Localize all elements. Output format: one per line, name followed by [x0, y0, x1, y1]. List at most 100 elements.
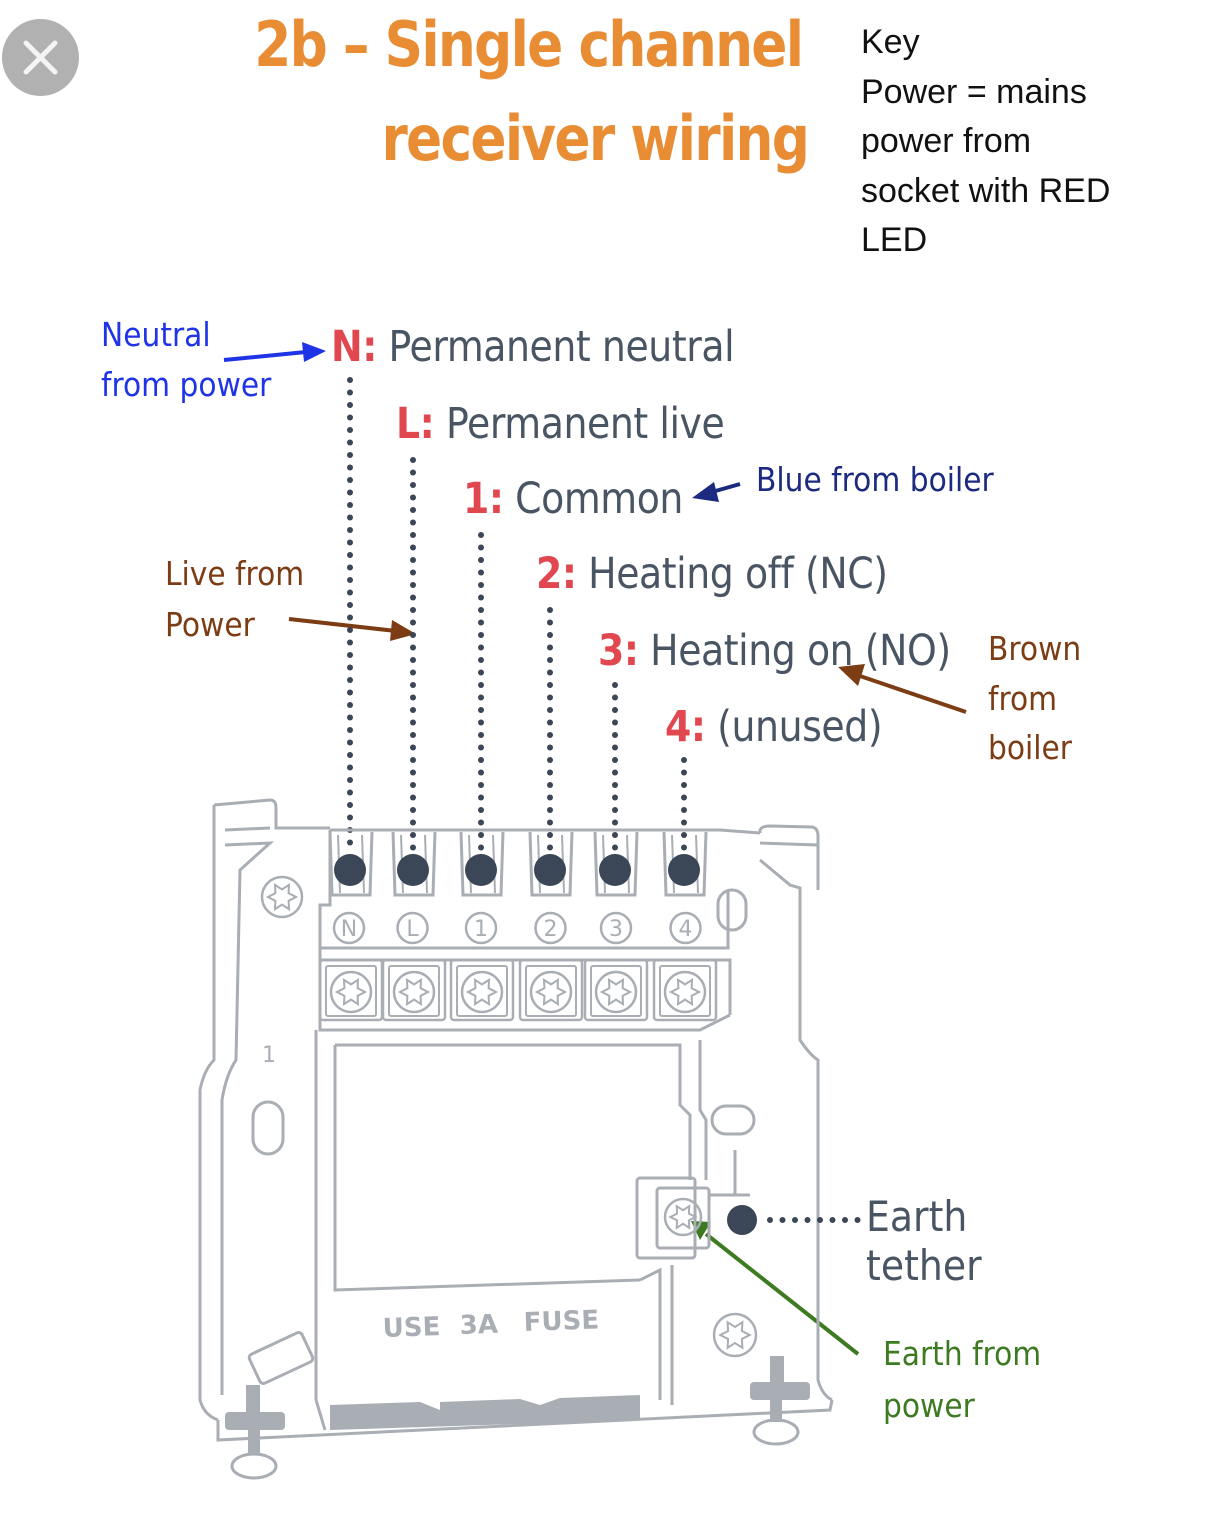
key-legend: Key Power = mains power from socket with…	[861, 18, 1110, 266]
terminal-code: N:	[331, 322, 377, 372]
terminal-description: Permanent live	[445, 399, 725, 449]
leader-dot	[478, 694, 484, 701]
side-mark: 1	[262, 1043, 276, 1068]
terminal-clamp-l	[391, 831, 437, 897]
leader-dot	[410, 632, 416, 638]
terminal-badge-3: 3	[599, 911, 633, 945]
leader-dot	[612, 794, 618, 801]
leader-dot	[410, 794, 416, 801]
leader-dot	[478, 682, 484, 688]
leader-dot	[347, 502, 353, 508]
terminal-screw	[663, 970, 707, 1014]
terminal-screw	[392, 970, 436, 1014]
svg-text:N: N	[341, 917, 357, 942]
leader-dot	[347, 589, 353, 596]
diagram-title-line2: receiver wiring	[381, 102, 809, 175]
leader-dot	[410, 594, 416, 601]
close-icon	[23, 40, 58, 75]
torx-screws	[260, 875, 758, 1358]
leader-dot	[478, 669, 484, 676]
leader-dot	[478, 819, 484, 826]
screw-block-2	[518, 958, 584, 1022]
leader-dot	[347, 752, 353, 758]
leader-dot	[478, 769, 484, 776]
leader-dot	[410, 757, 416, 763]
leader-dot	[547, 682, 553, 688]
terminal-badge-n: N	[332, 911, 366, 945]
leader-dot	[478, 782, 484, 788]
leader-dot	[347, 564, 353, 571]
leader-dot	[347, 689, 353, 696]
leader-dot	[347, 614, 353, 621]
leader-dot	[547, 769, 553, 776]
terminal-clamp-n	[328, 831, 374, 897]
terminal-description: Heating on (NO)	[650, 626, 951, 676]
terminal-clamps	[328, 831, 708, 897]
leader-dot	[410, 732, 416, 738]
terminal-badge-l: L	[396, 911, 429, 945]
leader-dot	[410, 707, 416, 713]
screw-block-1	[449, 958, 515, 1022]
terminal-code: L:	[396, 399, 435, 449]
leader-dot	[612, 782, 618, 788]
terminal-description: Permanent neutral	[388, 322, 735, 372]
leader-dot	[681, 769, 687, 776]
leader-dot	[478, 632, 484, 638]
leader-dot	[547, 707, 553, 713]
terminal-code: 3:	[598, 626, 639, 676]
leader-dot	[478, 644, 484, 651]
leader-dot	[612, 744, 618, 751]
leader-dot	[347, 714, 353, 721]
leader-dot	[410, 482, 416, 488]
terminal-label-n: N: Permanent neutral	[331, 326, 735, 369]
leader-dot	[347, 389, 353, 396]
leader-dot	[410, 769, 416, 776]
leader-dot	[547, 657, 553, 663]
leader-dot	[547, 819, 553, 826]
arrow-live	[288, 617, 416, 641]
leader-dot	[347, 602, 353, 608]
receiver-backplate	[198, 798, 834, 1442]
leader-dot	[478, 744, 484, 751]
leader-dot	[410, 582, 416, 588]
leader-dot	[347, 477, 353, 483]
svg-text:2: 2	[544, 917, 558, 942]
leader-dot	[347, 639, 353, 646]
mounting-screw-top-left	[260, 875, 304, 919]
leader-dot	[478, 607, 484, 613]
key-heading: Key	[861, 23, 920, 61]
leader-dot	[681, 819, 687, 826]
leader-dot	[829, 1217, 836, 1223]
leader-dot	[410, 669, 416, 676]
leader-dot	[347, 789, 353, 796]
leader-dot	[410, 744, 416, 751]
screw-block-4	[652, 958, 718, 1022]
leader-dot	[612, 707, 618, 713]
leader-dot	[410, 494, 416, 501]
terminal-label-1: 1: Common	[463, 478, 683, 521]
leader-lines	[347, 377, 687, 851]
arrow-blue-from-boiler	[692, 482, 741, 502]
terminal-badge-1: 1	[464, 911, 498, 945]
leader-dot	[410, 619, 416, 626]
earth-tether-leader	[767, 1217, 861, 1223]
leader-dot	[410, 557, 416, 563]
terminal-screw	[529, 970, 573, 1014]
terminal-label-4: 4: (unused)	[665, 706, 883, 749]
leader-dot	[767, 1217, 773, 1223]
mounting-screw-bottom-right	[712, 1312, 758, 1358]
leader-dot	[681, 832, 687, 838]
leader-dot	[612, 757, 618, 763]
close-button[interactable]	[2, 19, 79, 96]
terminal-clamp-2	[528, 831, 574, 897]
leader-dot	[347, 552, 353, 558]
leader-dot	[547, 807, 553, 813]
leader-dot	[478, 707, 484, 713]
leader-dot	[410, 644, 416, 651]
terminal-code: 1:	[463, 474, 504, 524]
terminal-dot	[397, 854, 429, 886]
leader-dot	[612, 682, 618, 688]
annotation-blue-from-boiler: Blue from boiler	[756, 460, 994, 499]
key-line: power from	[861, 122, 1032, 160]
